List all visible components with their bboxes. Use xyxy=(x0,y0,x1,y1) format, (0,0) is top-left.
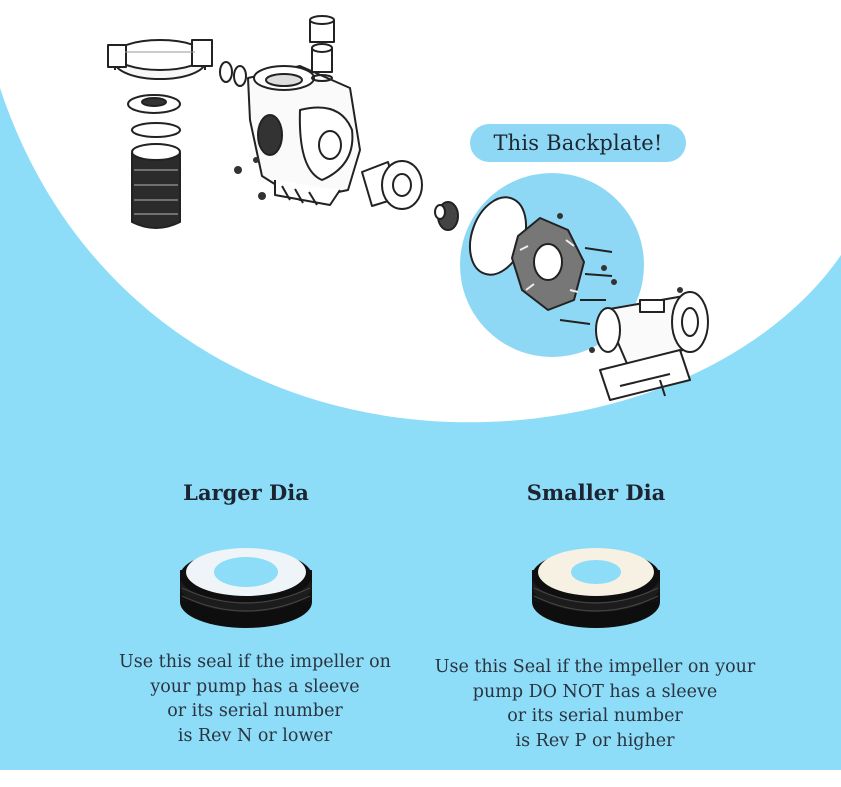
larger-seal-image xyxy=(180,548,312,628)
pump-exploded-diagram xyxy=(107,15,709,401)
description-line: your pump has a sleeve xyxy=(150,676,360,697)
impeller-ring-icon xyxy=(434,204,446,220)
fastener-icon xyxy=(234,157,683,353)
bottom-band xyxy=(0,770,841,787)
pump-lid-icon xyxy=(107,39,213,80)
outlet-fitting-icon xyxy=(309,15,335,82)
description-line: Use this Seal if the impeller on your xyxy=(434,657,756,677)
larger-dia-heading: Larger Dia xyxy=(183,480,309,505)
smaller-seal-description: Use this Seal if the impeller on your pu… xyxy=(425,655,765,753)
backplate-icon xyxy=(511,217,585,311)
smaller-dia-heading: Smaller Dia xyxy=(526,480,666,505)
bolt-icon xyxy=(559,247,613,325)
inlet-gasket-icon xyxy=(233,65,247,87)
strainer-basket-icon xyxy=(131,143,181,229)
backplate-callout: This Backplate! xyxy=(470,124,686,162)
basket-ring-icon xyxy=(131,122,181,138)
description-line: is Rev N or lower xyxy=(177,725,333,746)
description-line: or its serial number xyxy=(167,701,343,721)
diffuser-icon xyxy=(361,160,423,210)
description-line: is Rev P or higher xyxy=(515,730,675,751)
description-line: pump DO NOT has a sleeve xyxy=(472,681,718,702)
smaller-seal-image xyxy=(532,548,660,628)
pump-housing-icon xyxy=(247,65,361,206)
description-line: Use this seal if the impeller on xyxy=(119,652,391,672)
motor-icon xyxy=(595,291,709,401)
inlet-gasket-icon xyxy=(219,61,233,83)
larger-seal-description: Use this seal if the impeller on your pu… xyxy=(100,650,410,748)
description-line: or its serial number xyxy=(507,706,683,726)
lid-gasket-icon xyxy=(141,97,167,107)
